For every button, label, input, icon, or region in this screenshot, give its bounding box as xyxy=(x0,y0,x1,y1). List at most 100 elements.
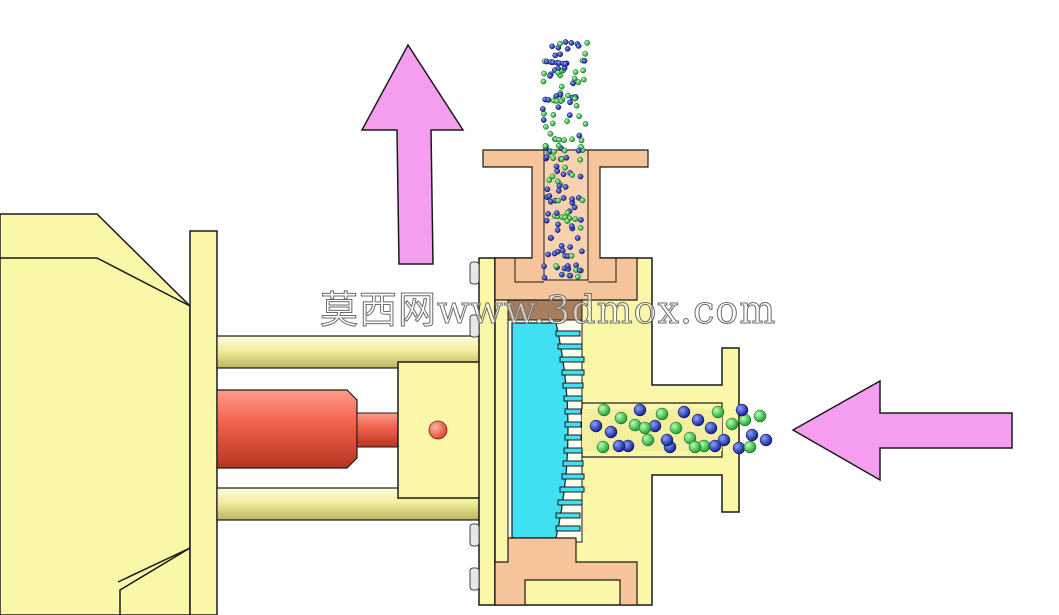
particle-blue xyxy=(573,262,579,269)
particle-blue xyxy=(660,433,674,447)
particle-blue xyxy=(560,171,567,178)
particle-blue xyxy=(576,267,583,274)
particles xyxy=(539,39,773,455)
particle-blue xyxy=(735,403,749,417)
particle-green xyxy=(561,137,567,143)
particle-blue xyxy=(691,413,705,427)
particle-blue xyxy=(546,193,553,199)
particle-green xyxy=(565,92,571,99)
left-base-block xyxy=(0,213,191,615)
particle-blue xyxy=(570,80,576,87)
particle-blue xyxy=(567,272,574,279)
particle-blue xyxy=(574,235,581,241)
particle-green xyxy=(568,252,575,259)
particle-blue xyxy=(708,439,722,453)
arrow-up-icon xyxy=(360,43,465,265)
particle-blue xyxy=(548,235,554,241)
particle-blue xyxy=(575,147,582,154)
particle-blue xyxy=(567,99,573,106)
particle-green xyxy=(542,143,549,149)
particle-green xyxy=(554,178,561,185)
particle-blue xyxy=(589,419,603,433)
particle-blue xyxy=(545,97,552,103)
particle-blue xyxy=(547,198,554,205)
particle-green xyxy=(577,224,584,231)
particle-blue xyxy=(612,439,626,453)
particle-green xyxy=(564,118,570,125)
particle-green xyxy=(541,110,547,117)
particle-blue xyxy=(549,43,555,50)
particle-green xyxy=(541,70,547,77)
mounting-plate xyxy=(189,230,218,615)
particle-blue xyxy=(540,117,547,123)
particle-green xyxy=(543,123,549,130)
particle-green xyxy=(572,69,579,75)
particle-blue xyxy=(560,195,567,201)
particle-blue xyxy=(704,421,718,435)
particle-blue xyxy=(571,204,578,211)
particle-blue xyxy=(562,184,569,190)
particle-green xyxy=(582,50,589,57)
particle-blue xyxy=(543,154,550,161)
particle-blue xyxy=(558,243,565,249)
particle-green xyxy=(596,440,610,454)
particle-green xyxy=(582,120,589,127)
particle-green xyxy=(556,136,562,143)
particle-blue xyxy=(562,61,569,67)
particle-blue xyxy=(554,248,561,255)
piston xyxy=(216,389,401,469)
particle-blue xyxy=(545,210,551,217)
particle-blue xyxy=(717,433,731,447)
rotor-vanes xyxy=(555,330,585,532)
particle-green xyxy=(551,148,557,155)
particle-blue xyxy=(545,251,552,258)
particle-blue xyxy=(567,244,574,250)
particle-green xyxy=(562,164,568,171)
arrow-left-icon xyxy=(791,379,1013,482)
particle-blue xyxy=(568,223,575,229)
particle-blue xyxy=(576,132,583,139)
particle-blue xyxy=(555,104,562,111)
particle-blue xyxy=(556,183,563,189)
particle-green xyxy=(580,67,586,74)
particle-green xyxy=(569,172,576,178)
particle-blue xyxy=(745,428,759,442)
particle-green xyxy=(569,136,576,143)
particle-blue xyxy=(557,51,564,58)
particle-blue xyxy=(577,173,584,180)
particle-green xyxy=(558,83,565,90)
particle-blue xyxy=(554,227,561,233)
particle-green xyxy=(641,433,655,447)
particle-green xyxy=(597,403,611,417)
particle-blue xyxy=(566,112,573,118)
bottom-cap xyxy=(494,537,638,606)
particle-blue xyxy=(569,196,576,202)
particle-green xyxy=(573,102,580,109)
particle-blue xyxy=(564,45,571,52)
particle-green xyxy=(540,78,547,85)
pivot-pin xyxy=(428,420,448,440)
particle-green xyxy=(579,197,586,204)
particle-green xyxy=(575,79,582,85)
particle-blue xyxy=(553,93,560,99)
particle-blue xyxy=(732,441,746,455)
particle-green xyxy=(725,417,739,431)
particle-blue xyxy=(541,263,547,270)
particle-green xyxy=(553,263,559,269)
particle-blue xyxy=(544,186,551,193)
particle-green xyxy=(572,216,579,222)
particle-blue xyxy=(552,52,559,59)
particle-blue xyxy=(759,433,773,447)
particle-green xyxy=(577,156,584,163)
particle-blue xyxy=(559,247,566,254)
particle-blue xyxy=(543,217,550,224)
particle-green xyxy=(558,156,565,163)
particle-blue xyxy=(555,187,562,194)
particle-blue xyxy=(568,40,575,46)
particle-green xyxy=(584,40,591,46)
particle-blue xyxy=(579,248,585,255)
particle-green xyxy=(553,98,560,104)
particle-green xyxy=(549,173,556,180)
particle-green xyxy=(550,112,557,118)
